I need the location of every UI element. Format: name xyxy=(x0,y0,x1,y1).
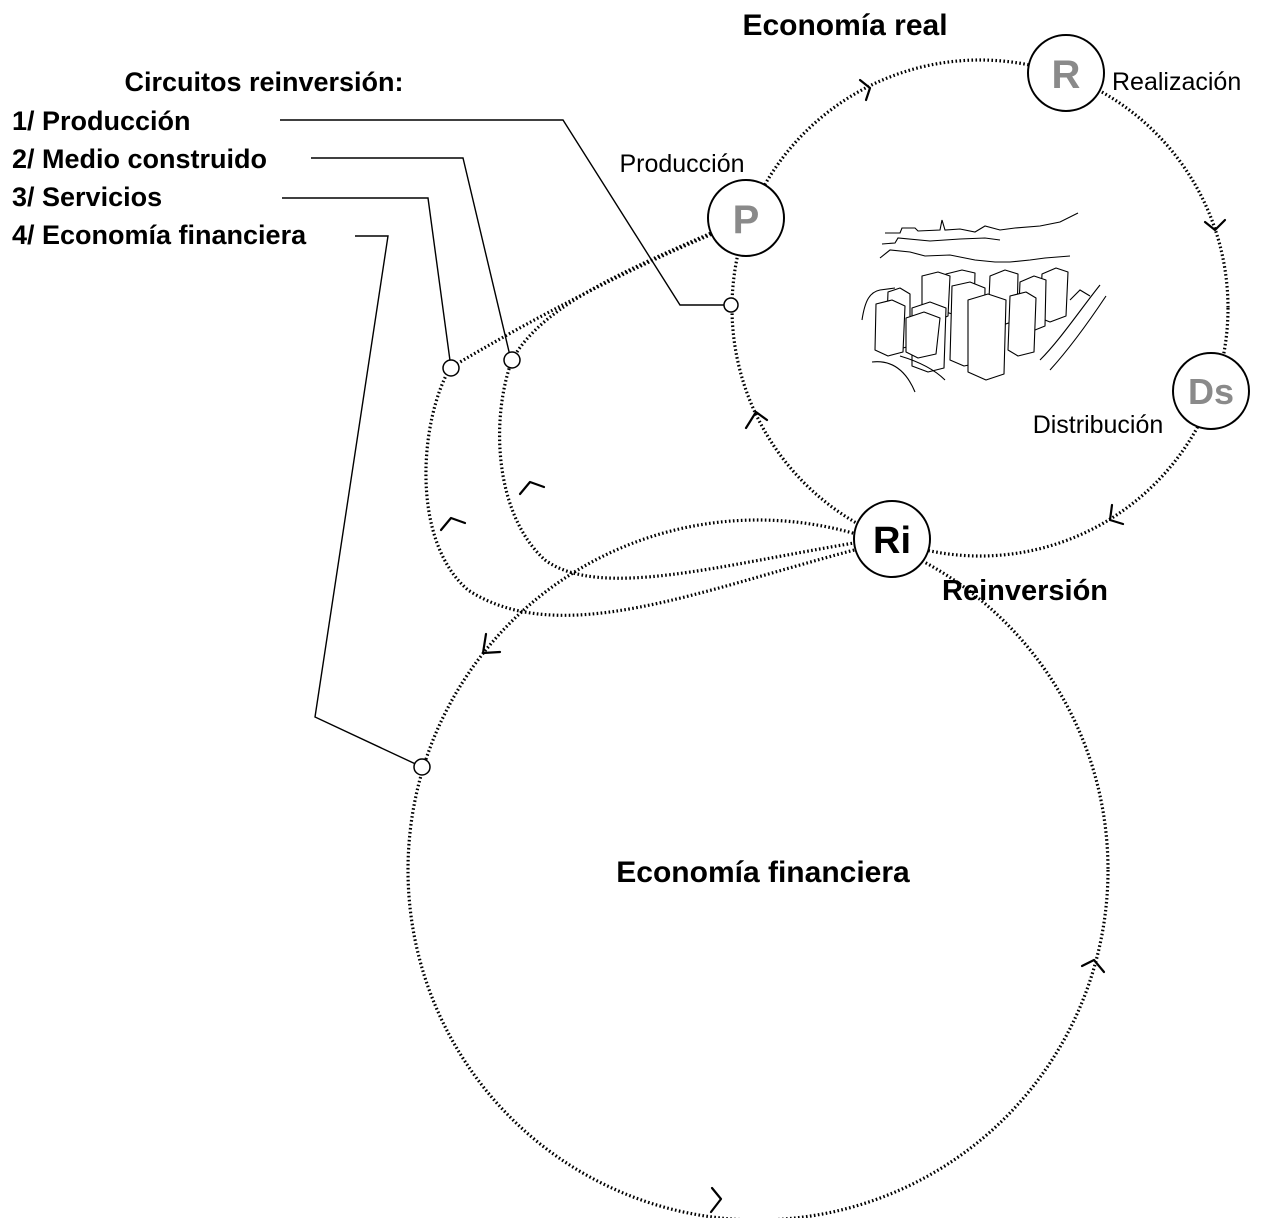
label-distribucion: Distribución xyxy=(1033,411,1164,439)
node-reinversion-letter: Ri xyxy=(873,520,911,562)
node-produccion: P xyxy=(707,179,785,257)
city-skyline-sketch-icon xyxy=(861,212,1107,393)
leader-economia-financiera xyxy=(314,235,423,768)
arrow-real-top xyxy=(858,78,872,102)
arrow-financial-top xyxy=(481,632,502,655)
arrow-real-bottom xyxy=(1108,503,1125,526)
arrow-loop-servicios xyxy=(439,516,467,532)
leader-medio-construido xyxy=(311,157,512,361)
legend-item-medio-construido: 2/ Medio construido xyxy=(12,144,267,174)
legend-item-produccion: 1/ Producción xyxy=(12,106,191,136)
node-produccion-letter: P xyxy=(733,198,760,242)
pin-economia-financiera xyxy=(413,758,431,776)
node-distribucion-letter: Ds xyxy=(1188,371,1234,412)
pin-produccion xyxy=(723,297,739,313)
title-reinversion: Reinversión xyxy=(942,575,1108,607)
label-realizacion: Realización xyxy=(1112,68,1241,96)
node-realizacion-letter: R xyxy=(1052,53,1081,97)
arrow-financial-right xyxy=(1080,958,1106,974)
legend-circuitos-reinversion: Circuitos reinversión: 1/ Producción 2/ … xyxy=(12,67,404,250)
arrow-loop-medio-construido xyxy=(518,480,546,496)
arrow-financial-bottom xyxy=(709,1186,723,1214)
pin-medio-construido xyxy=(503,351,521,369)
legend-heading: Circuitos reinversión: xyxy=(124,67,403,97)
arrow-real-right xyxy=(1203,218,1227,232)
financial-economy-circuit xyxy=(406,518,1110,1218)
pin-servicios xyxy=(442,359,460,377)
legend-item-economia-financiera: 4/ Economía financiera xyxy=(12,220,307,250)
leader-servicios xyxy=(282,197,452,369)
label-produccion: Producción xyxy=(619,150,744,178)
title-economia-financiera: Economía financiera xyxy=(616,856,910,889)
leader-produccion xyxy=(280,119,730,306)
title-economia-real: Economía real xyxy=(742,9,947,42)
legend-item-servicios: 3/ Servicios xyxy=(12,182,162,212)
loop-servicios xyxy=(424,220,863,617)
node-realizacion: R xyxy=(1027,34,1105,112)
loop-medio-construido xyxy=(497,216,861,580)
arrow-real-left xyxy=(744,410,769,430)
real-economy-circuit xyxy=(730,58,1230,558)
node-reinversion: Ri xyxy=(853,500,931,578)
node-distribucion: Ds xyxy=(1172,352,1250,430)
